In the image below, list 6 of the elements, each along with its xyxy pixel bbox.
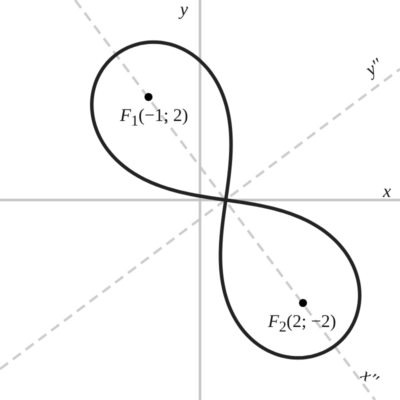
axis-label: x'' — [358, 365, 382, 389]
point-label: F$_{1}$(−1; 2) — [120, 106, 188, 130]
axis-label: y — [180, 0, 188, 18]
axis-label: x — [383, 182, 391, 200]
axis-label: y'' — [362, 55, 386, 79]
point-label: F$_{2}$(2; −2) — [268, 312, 336, 336]
